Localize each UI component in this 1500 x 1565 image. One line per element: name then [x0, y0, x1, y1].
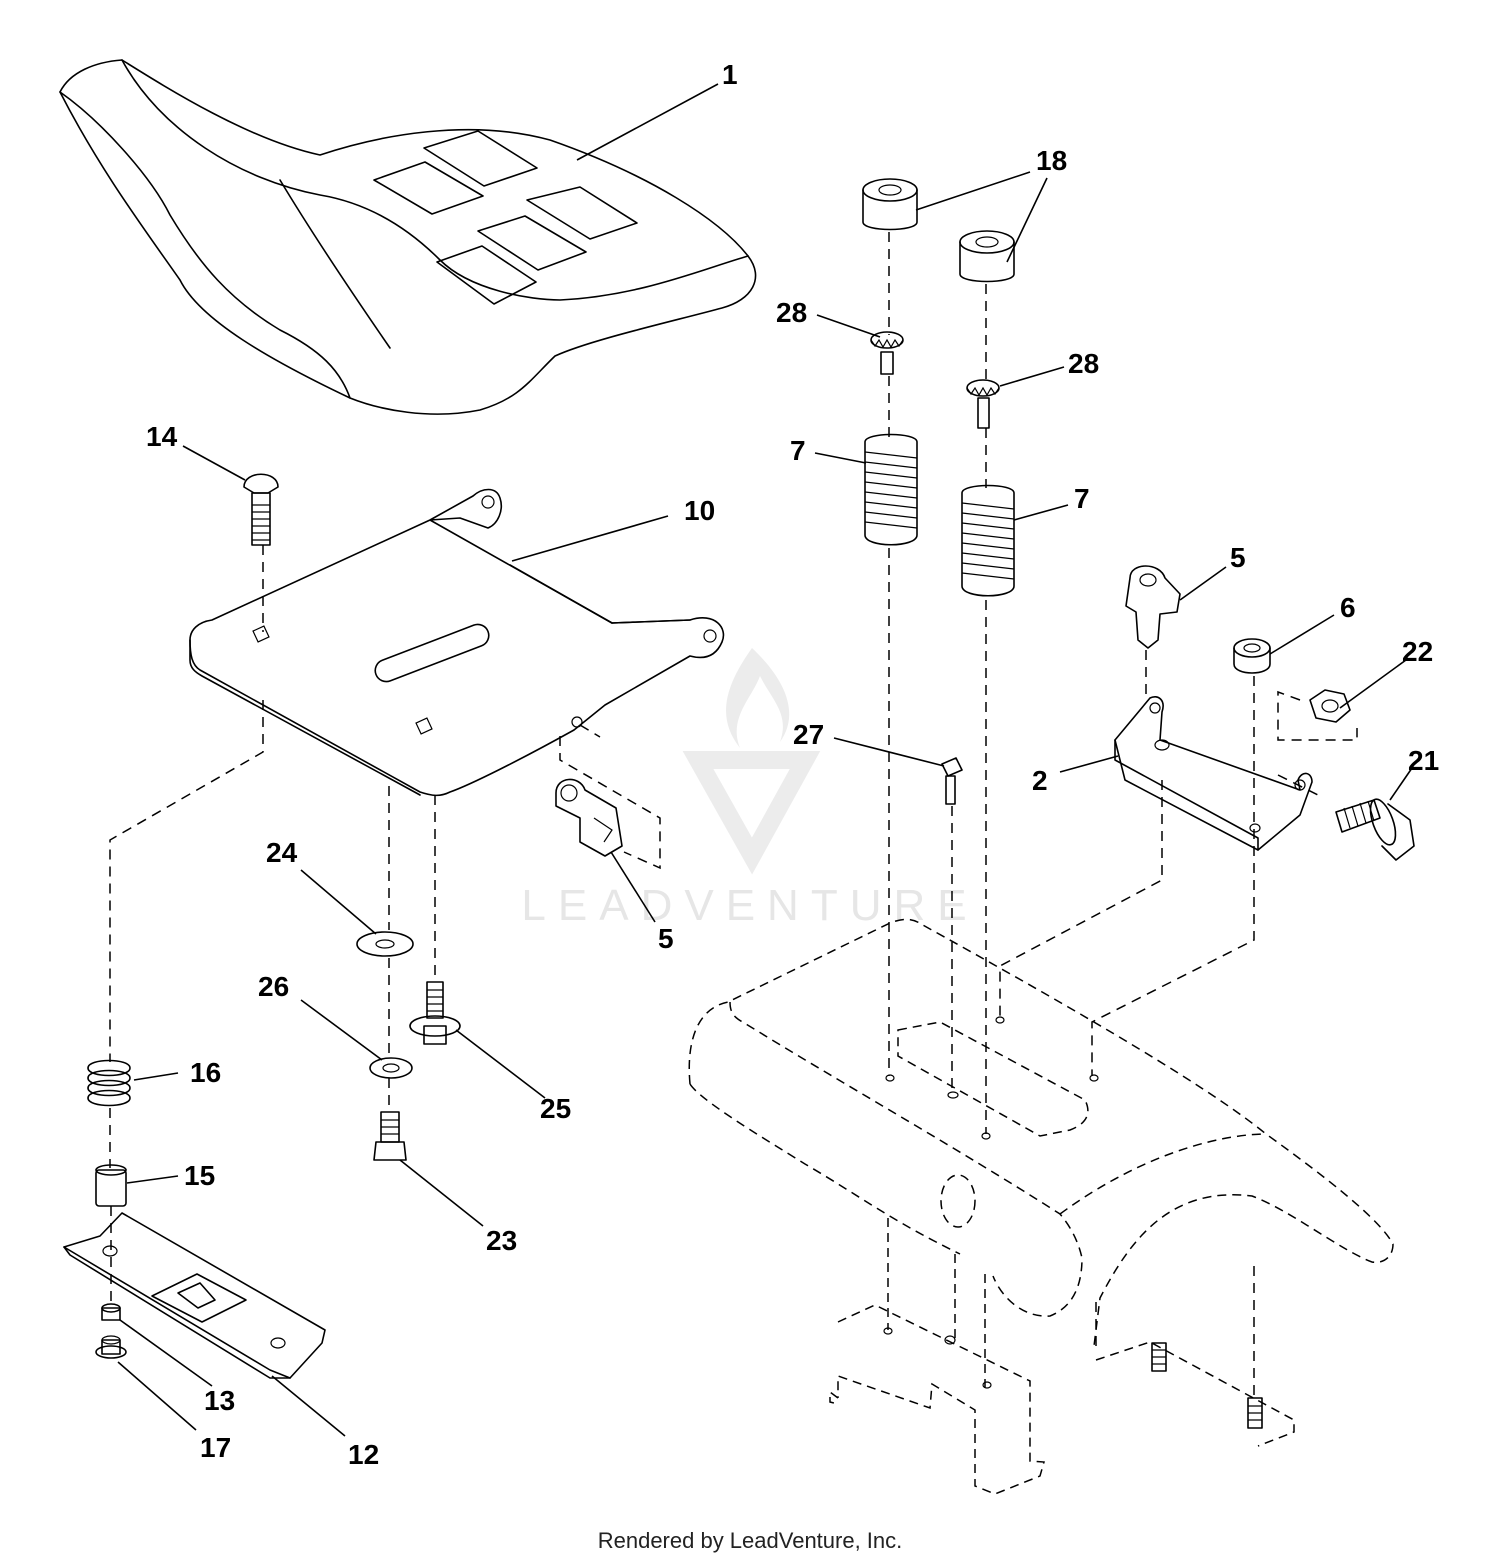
watermark-text: LEADVENTURE	[521, 881, 978, 930]
callout-23: 23	[486, 1225, 517, 1256]
callout-5a: 5	[1230, 542, 1246, 573]
hex-bolt	[373, 1111, 407, 1161]
small-spring	[87, 1059, 131, 1107]
flame-v-logo-icon	[682, 648, 821, 875]
leader-lines	[117, 83, 1413, 1437]
callout-7b: 7	[1074, 483, 1090, 514]
callout-14: 14	[146, 421, 178, 452]
callout-22: 22	[1402, 636, 1433, 667]
spacer	[95, 1164, 127, 1207]
clip-left	[555, 778, 623, 857]
frame-studs	[1151, 1342, 1263, 1429]
callout-28a: 28	[776, 297, 807, 328]
small-screw	[941, 757, 963, 805]
hex-nut	[1309, 689, 1351, 723]
callout-5b: 5	[658, 923, 674, 954]
seat-pan	[189, 488, 725, 797]
callout-2: 2	[1032, 765, 1048, 796]
callout-28b: 28	[1068, 348, 1099, 379]
seat	[59, 59, 757, 415]
callout-18: 18	[1036, 145, 1067, 176]
mounting-plate	[63, 1212, 326, 1379]
bracket	[1114, 696, 1313, 851]
lock-nut	[1233, 638, 1271, 674]
callout-1: 1	[722, 59, 738, 90]
flange-nut-17	[95, 1335, 127, 1359]
tractor-frame	[688, 918, 1394, 1495]
seat-panels	[373, 130, 638, 305]
callout-26: 26	[258, 971, 289, 1002]
bushing-left	[862, 178, 918, 231]
shoulder-bolt	[409, 981, 461, 1045]
spring-left	[864, 433, 918, 546]
callouts: 1 18 28 28 14 7 7 10 5 6 22 27 21 2 24 5…	[146, 59, 1439, 1470]
callout-6: 6	[1340, 592, 1356, 623]
assembly-lines	[109, 232, 1358, 1400]
callout-10: 10	[684, 495, 715, 526]
callout-24: 24	[266, 837, 298, 868]
callout-16: 16	[190, 1057, 221, 1088]
callout-7a: 7	[790, 435, 806, 466]
flat-washer	[356, 931, 414, 957]
callout-13: 13	[204, 1385, 235, 1416]
spring-right	[961, 484, 1015, 597]
callout-21: 21	[1408, 745, 1439, 776]
callout-12: 12	[348, 1439, 379, 1470]
callout-25: 25	[540, 1093, 571, 1124]
footer-credit: Rendered by LeadVenture, Inc.	[597, 1528, 903, 1553]
clip-right	[1125, 565, 1181, 649]
carriage-bolt	[243, 473, 279, 546]
screw-28-left	[870, 331, 904, 375]
bushing-right	[959, 230, 1015, 283]
watermark: LEADVENTURE	[521, 648, 978, 930]
lock-washer	[369, 1057, 413, 1079]
callout-17: 17	[200, 1432, 231, 1463]
flange-bolt	[1335, 798, 1415, 861]
nut-13	[101, 1303, 121, 1321]
screw-28-right	[966, 379, 1000, 429]
callout-15: 15	[184, 1160, 215, 1191]
callout-27: 27	[793, 719, 824, 750]
